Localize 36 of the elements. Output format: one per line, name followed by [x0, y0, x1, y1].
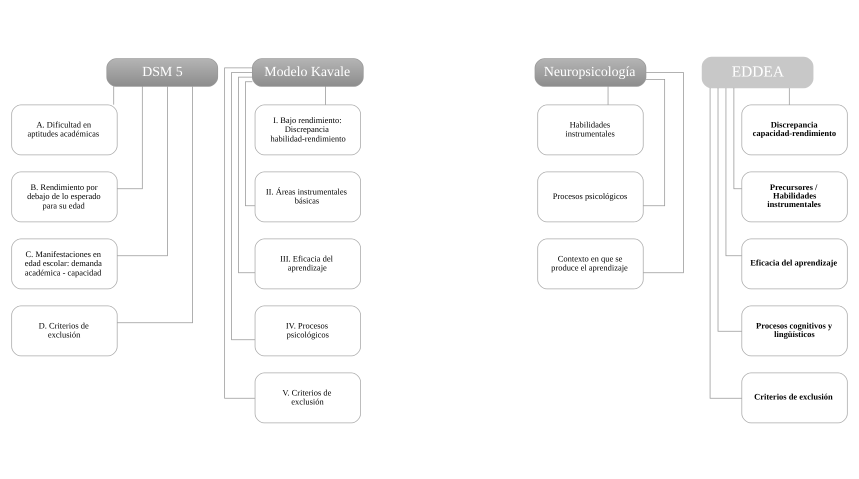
node-box: Discrepancia capacidad-rendimiento — [741, 104, 848, 155]
connector — [734, 87, 742, 189]
node-box: Criterios de exclusión — [741, 372, 848, 423]
node-box: A. Dificultad en aptitudes académicas — [11, 104, 118, 155]
node-box: II. Áreas instrumentales básicas — [254, 170, 361, 222]
connector — [116, 86, 193, 323]
connector — [325, 85, 326, 105]
node-box: Precursores / Habilidades instrumentales — [741, 170, 848, 222]
node-box: C. Manifestaciones en edad escolar: demanda académica - capacidad — [11, 238, 118, 289]
node-box: Neuropsicología — [534, 58, 646, 86]
connector — [224, 66, 256, 398]
connector — [116, 86, 143, 189]
connector — [231, 72, 256, 340]
connector — [643, 78, 666, 206]
connector — [117, 86, 168, 256]
node-box: V. Criterios de exclusión — [254, 372, 361, 423]
node-box: III. Eficacia del aprendizaje — [254, 238, 361, 289]
connector — [710, 87, 742, 398]
connector — [726, 87, 742, 256]
node-box: Modelo Kavale — [252, 58, 364, 86]
node-box: Procesos cognitivos y lingüísticos — [741, 304, 848, 356]
connector — [113, 85, 114, 105]
node-box: Eficacia del aprendizaje — [741, 238, 848, 289]
node-box: D. Criterios de exclusión — [11, 304, 118, 356]
node-box: DSM 5 — [106, 58, 218, 86]
connector — [718, 87, 742, 332]
node-box: I. Bajo rendimiento: Discrepancia habilidad-rendimiento — [254, 104, 361, 155]
connector — [788, 87, 790, 105]
connector — [238, 76, 256, 273]
node-box: B. Rendimiento por debajo de lo esperado para su edad — [11, 170, 118, 222]
node-box: IV. Procesos psicológicos — [254, 304, 361, 356]
connector — [643, 72, 684, 273]
node-box: Habilidades instrumentales — [537, 104, 644, 155]
connector — [245, 80, 256, 206]
node-box: Procesos psicológicos — [537, 170, 644, 222]
node-box: Contexto en que se produce el aprendizaje — [537, 238, 644, 289]
